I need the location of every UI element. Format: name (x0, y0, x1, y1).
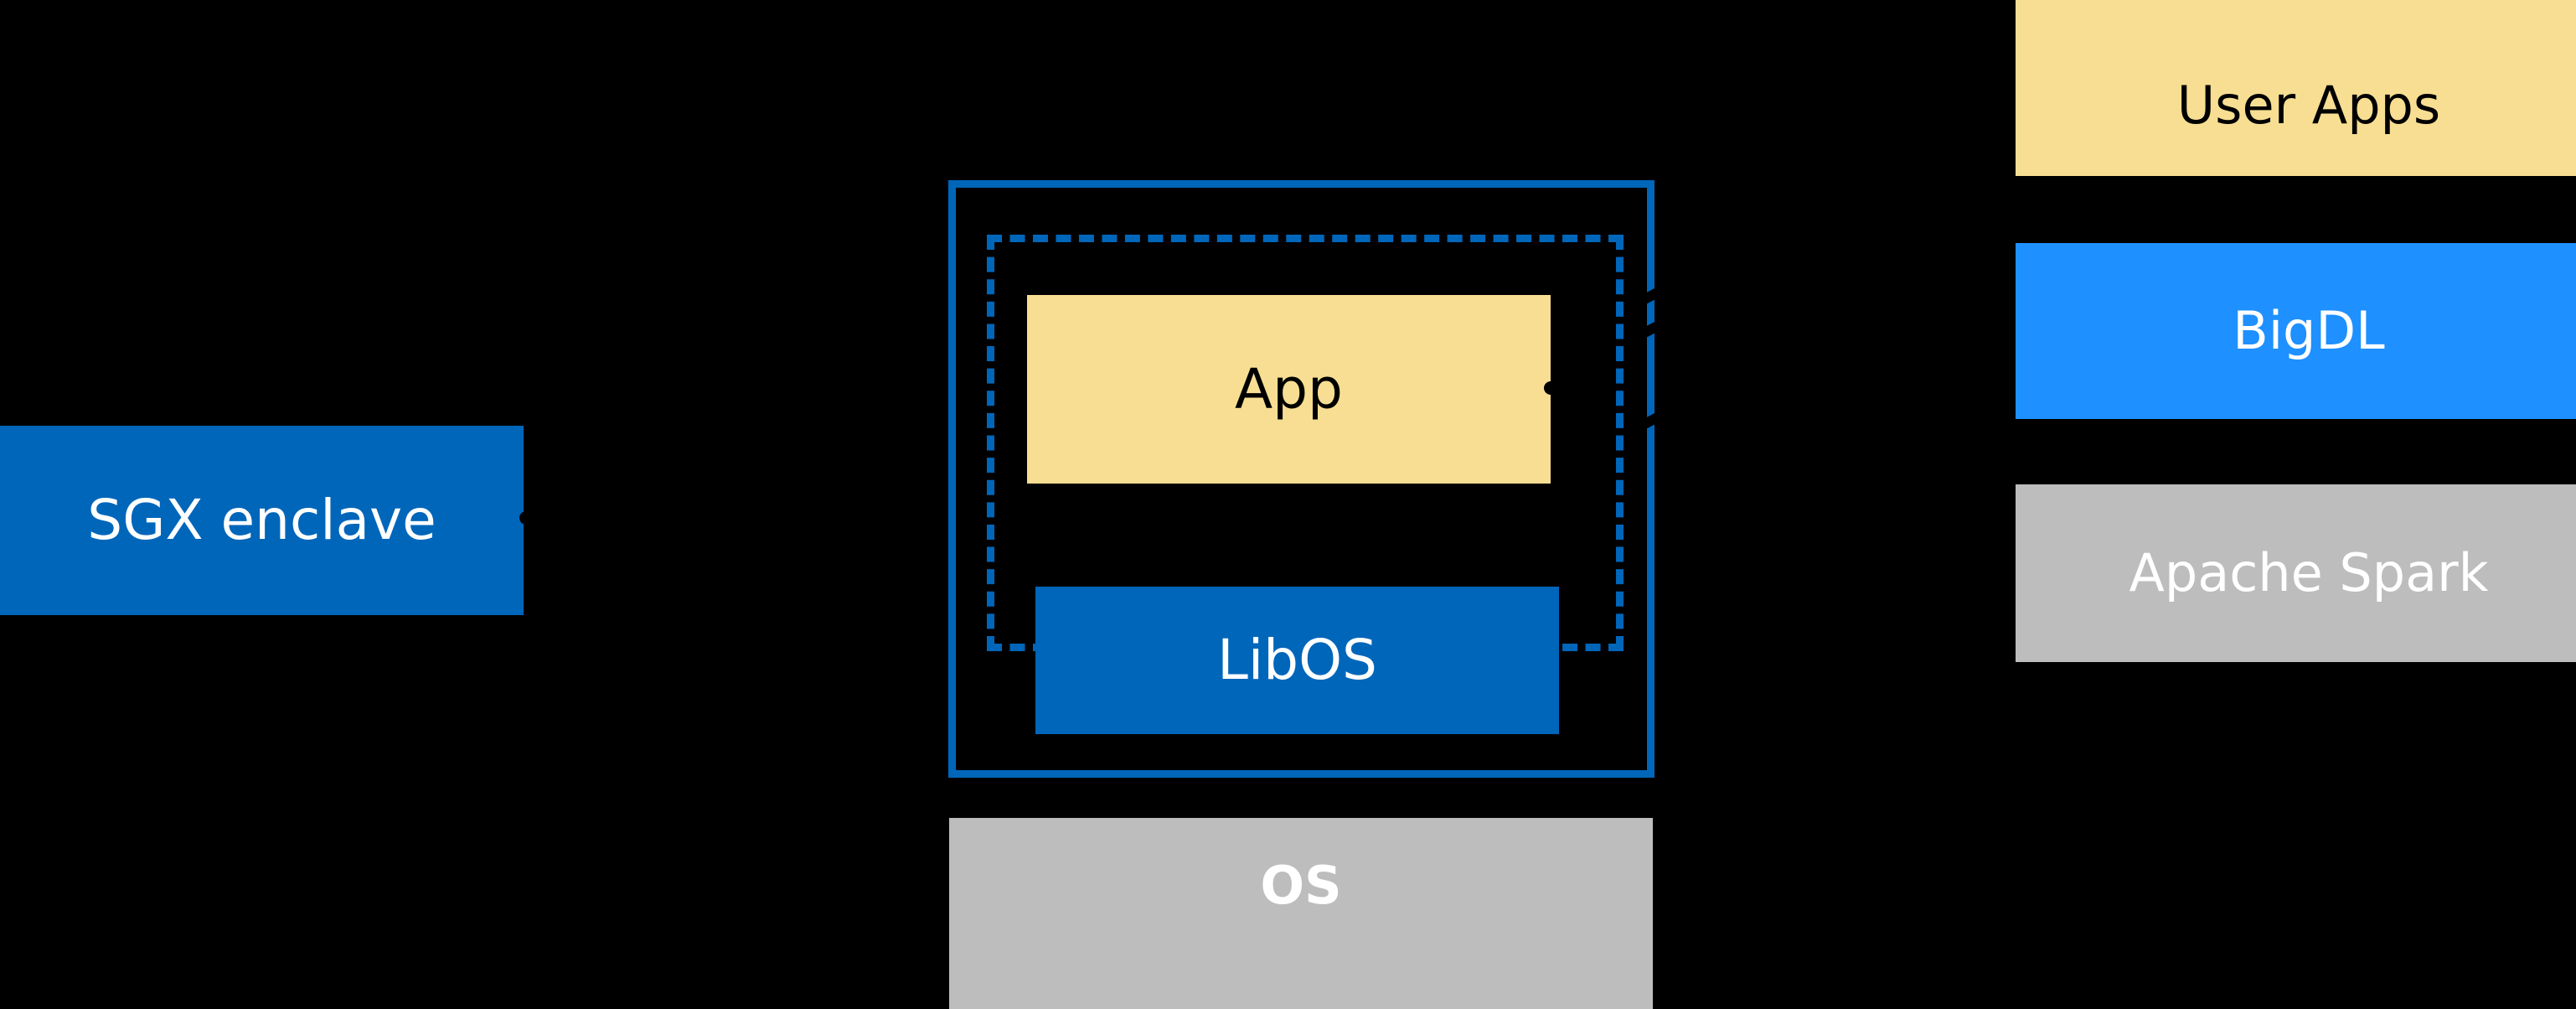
user-apps-label: User Apps (2176, 74, 2441, 136)
os-box: OS (949, 818, 1653, 1009)
sgx-enclave-label: SGX enclave (87, 488, 436, 553)
bigdl-label: BigDL (2233, 300, 2385, 362)
libos-label: LibOS (1217, 628, 1377, 693)
enclave-boundary-outline (948, 180, 1655, 778)
os-label: OS (1260, 855, 1342, 916)
app-label: App (1235, 356, 1343, 422)
apache-spark-box: Apache Spark (2016, 484, 2576, 662)
user-apps-box: User Apps (2016, 0, 2576, 176)
apache-spark-label: Apache Spark (2129, 542, 2489, 604)
app-box: App (1027, 295, 1551, 484)
bigdl-box: BigDL (2016, 243, 2576, 419)
app-leader-dot (1544, 381, 1557, 395)
libos-box: LibOS (1035, 587, 1559, 734)
sgx-leader-dot (519, 511, 533, 525)
sgx-enclave-box: SGX enclave (0, 426, 524, 615)
